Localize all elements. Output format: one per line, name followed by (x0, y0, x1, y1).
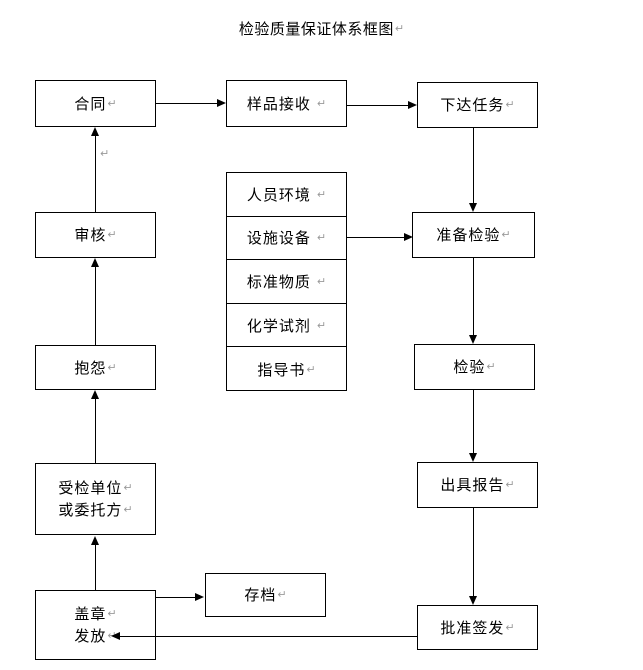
paragraph-mark-icon: ↵ (486, 360, 496, 373)
node-sample-receipt[interactable]: 样品接收↵ (226, 80, 347, 127)
node-inspection-label: 检验↵ (453, 358, 496, 376)
arrowhead-right (408, 101, 417, 109)
node-prepare-inspection[interactable]: 准备检验↵ (412, 212, 535, 258)
connector-stamp-issue-to-client (95, 544, 96, 591)
arrowhead-up (91, 536, 99, 545)
node-issue-report-label: 出具报告↵ (440, 476, 515, 494)
page-title-text: 检验质量保证体系框图 (238, 20, 394, 38)
node-complaint[interactable]: 抱怨↵ (35, 345, 156, 390)
paragraph-mark-icon: ↵ (505, 98, 515, 111)
paragraph-mark-icon: ↵ (316, 187, 327, 201)
paragraph-mark-icon: ↵ (316, 96, 327, 110)
paragraph-mark-icon: ↵ (306, 362, 316, 376)
connector-resources-to-prepare-inspection (347, 237, 405, 238)
node-review-label: 审核↵ (74, 226, 117, 244)
paragraph-mark-icon: ↵ (316, 231, 327, 245)
connector-contract-to-sample-receipt (156, 103, 218, 104)
paragraph-mark-icon: ↵ (316, 274, 327, 288)
node-archive-label: 存档↵ (244, 586, 287, 604)
arrowhead-right (217, 99, 226, 107)
node-stamp-issue-label-line1: 盖章↵ (74, 605, 117, 623)
node-complaint-label: 抱怨↵ (74, 358, 117, 377)
node-approve-sign-label: 批准签发↵ (440, 618, 515, 637)
node-contract[interactable]: 合同↵ (35, 80, 156, 127)
paragraph-mark-icon: ↵ (394, 22, 405, 35)
connector-review-to-contract (95, 135, 96, 213)
resource-item-4[interactable]: 指导书↵ (257, 360, 316, 379)
paragraph-mark-icon: ↵ (107, 360, 117, 374)
connector-prepare-inspection-to-inspection (473, 258, 474, 336)
paragraph-mark-icon: ↵ (107, 607, 117, 620)
arrowhead-up (91, 390, 99, 399)
paragraph-mark-icon: ↵ (100, 147, 110, 160)
arrowhead-down (469, 596, 477, 605)
paragraph-mark-icon: ↵ (123, 481, 133, 494)
node-issue-report[interactable]: 出具报告↵ (417, 462, 538, 508)
node-client-label-line2: 或委托方↵ (58, 501, 133, 519)
connector-approve-sign-to-stamp-issue (120, 636, 418, 637)
resource-item-1[interactable]: 设施设备↵ (227, 217, 346, 261)
node-client-label-line1: 受检单位↵ (58, 479, 133, 497)
connector-sample-receipt-to-assign-task (347, 105, 409, 106)
paragraph-mark-icon: ↵ (107, 228, 117, 241)
connector-stamp-issue-to-archive (156, 597, 196, 598)
arrowhead-left (111, 632, 120, 640)
paragraph-mark-icon: ↵ (277, 588, 287, 601)
node-contract-label: 合同↵ (74, 94, 117, 113)
resource-item-2[interactable]: 标准物质↵ (227, 260, 346, 304)
arrowhead-down (469, 203, 477, 212)
node-client[interactable]: 受检单位↵ 或委托方↵ (35, 463, 156, 535)
arrowhead-up (91, 258, 99, 267)
resource-item-3[interactable]: 化学试剂↵ (227, 304, 346, 348)
node-stamp-issue[interactable]: 盖章↵ 发放↵ (35, 590, 156, 660)
page-title: 检验质量保证体系框图↵ (0, 20, 643, 38)
node-assign-task-label: 下达任务↵ (440, 96, 515, 114)
node-assign-task[interactable]: 下达任务↵ (417, 82, 538, 128)
paragraph-mark-icon: ↵ (107, 96, 117, 110)
node-inspection[interactable]: 检验↵ (414, 344, 535, 390)
connector-assign-task-to-prepare-inspection (473, 128, 474, 204)
arrowhead-down (469, 335, 477, 344)
paragraph-mark-icon: ↵ (505, 478, 515, 491)
node-archive[interactable]: 存档↵ (205, 573, 326, 617)
node-approve-sign[interactable]: 批准签发↵ (417, 605, 538, 650)
arrowhead-up (91, 127, 99, 136)
arrowhead-down (469, 453, 477, 462)
paragraph-mark-icon: ↵ (316, 318, 327, 332)
connector-complaint-to-review (95, 266, 96, 346)
paragraph-mark-icon: ↵ (501, 228, 511, 241)
paragraph-mark-icon: ↵ (123, 503, 133, 516)
node-prepare-inspection-label: 准备检验↵ (436, 226, 511, 244)
resource-item-0[interactable]: 人员环境↵ (227, 173, 346, 217)
connector-client-to-complaint (95, 398, 96, 464)
resources-stack: 人员环境↵ 设施设备↵ 标准物质↵ 化学试剂↵ 指导书↵ (226, 172, 347, 391)
connector-issue-report-to-approve-sign (473, 508, 474, 597)
connector-inspection-to-issue-report (473, 390, 474, 454)
paragraph-mark-icon: ↵ (505, 620, 515, 634)
arrowhead-right (195, 593, 204, 601)
arrowhead-right (404, 233, 413, 241)
node-review[interactable]: 审核↵ (35, 212, 156, 258)
node-sample-receipt-label: 样品接收↵ (246, 94, 327, 113)
